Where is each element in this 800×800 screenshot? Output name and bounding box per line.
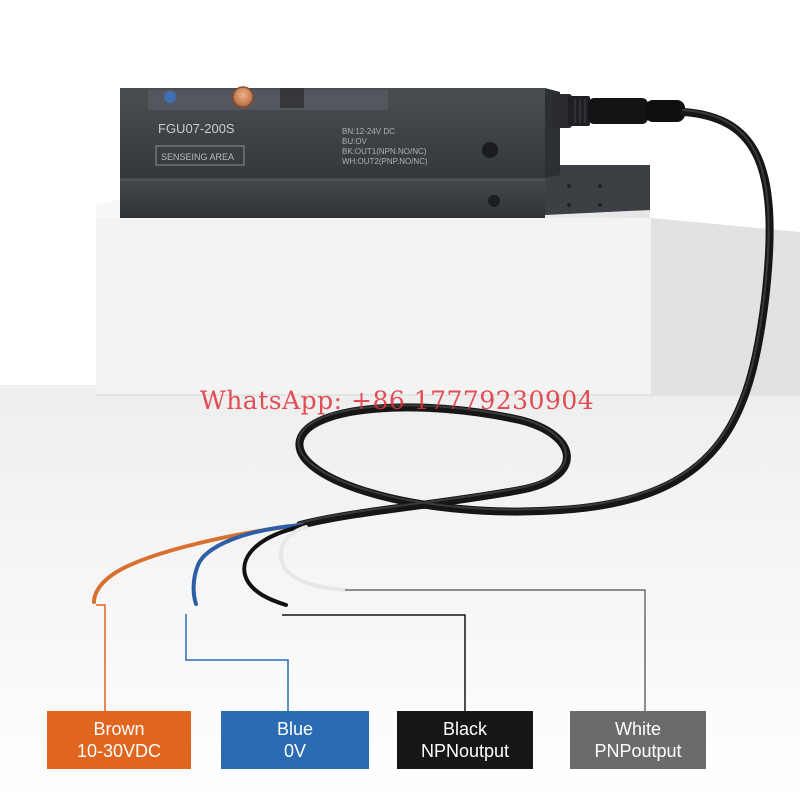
brown-label-box	[47, 711, 191, 769]
black-wire-label: Black NPNoutput	[397, 711, 533, 769]
brown-wire-label: Brown 10-30VDC	[47, 711, 191, 769]
black-wire-desc: NPNoutput	[420, 741, 510, 761]
spec-line-2: BU:OV	[342, 137, 368, 146]
blue-wire-label: Blue 0V	[221, 711, 369, 769]
spec-line-1: BN:12-24V DC	[342, 127, 395, 136]
blue-wire-name: Blue	[276, 719, 314, 739]
blue-wire-desc: 0V	[283, 741, 307, 761]
spec-line-4: WH:OUT2(PNP.NO/NC)	[342, 157, 428, 166]
mount-screw-icon	[482, 142, 498, 158]
black-leader-line	[282, 614, 466, 711]
black-wire	[242, 524, 306, 607]
white-leader-line	[345, 589, 646, 711]
whatsapp-watermark: WhatsApp: +86 17779230904	[200, 386, 595, 415]
cable-connector	[552, 94, 685, 128]
black-wire-name: Black	[442, 719, 487, 739]
white-wire-desc: PNPoutput	[594, 741, 682, 761]
brown-wire-desc: 10-30VDC	[76, 741, 162, 761]
brown-wire-name: Brown	[93, 719, 145, 739]
adjust-knob-icon	[232, 86, 254, 108]
sensor-model-text: FGU07-200S	[158, 121, 235, 136]
white-wire-name: White	[614, 719, 661, 739]
spec-line-3: BK:OUT1(NPN.NO/NC)	[342, 147, 427, 156]
black-label-box	[397, 711, 533, 769]
white-wire	[278, 525, 347, 592]
sensor-base	[120, 165, 650, 218]
brand-logo-icon	[164, 91, 176, 103]
pedestal	[96, 195, 800, 396]
blue-label-box	[221, 711, 369, 769]
blue-leader-line	[185, 614, 289, 711]
brown-leader-line	[96, 604, 106, 711]
sensing-area-text: SENSEING AREA	[161, 152, 234, 162]
sensor-body: FGU07-200S SENSEING AREA BN:12-24V DC BU…	[120, 86, 560, 178]
blue-wire	[191, 523, 304, 606]
white-label-box	[570, 711, 706, 769]
white-wire-label: White PNPoutput	[570, 711, 706, 769]
